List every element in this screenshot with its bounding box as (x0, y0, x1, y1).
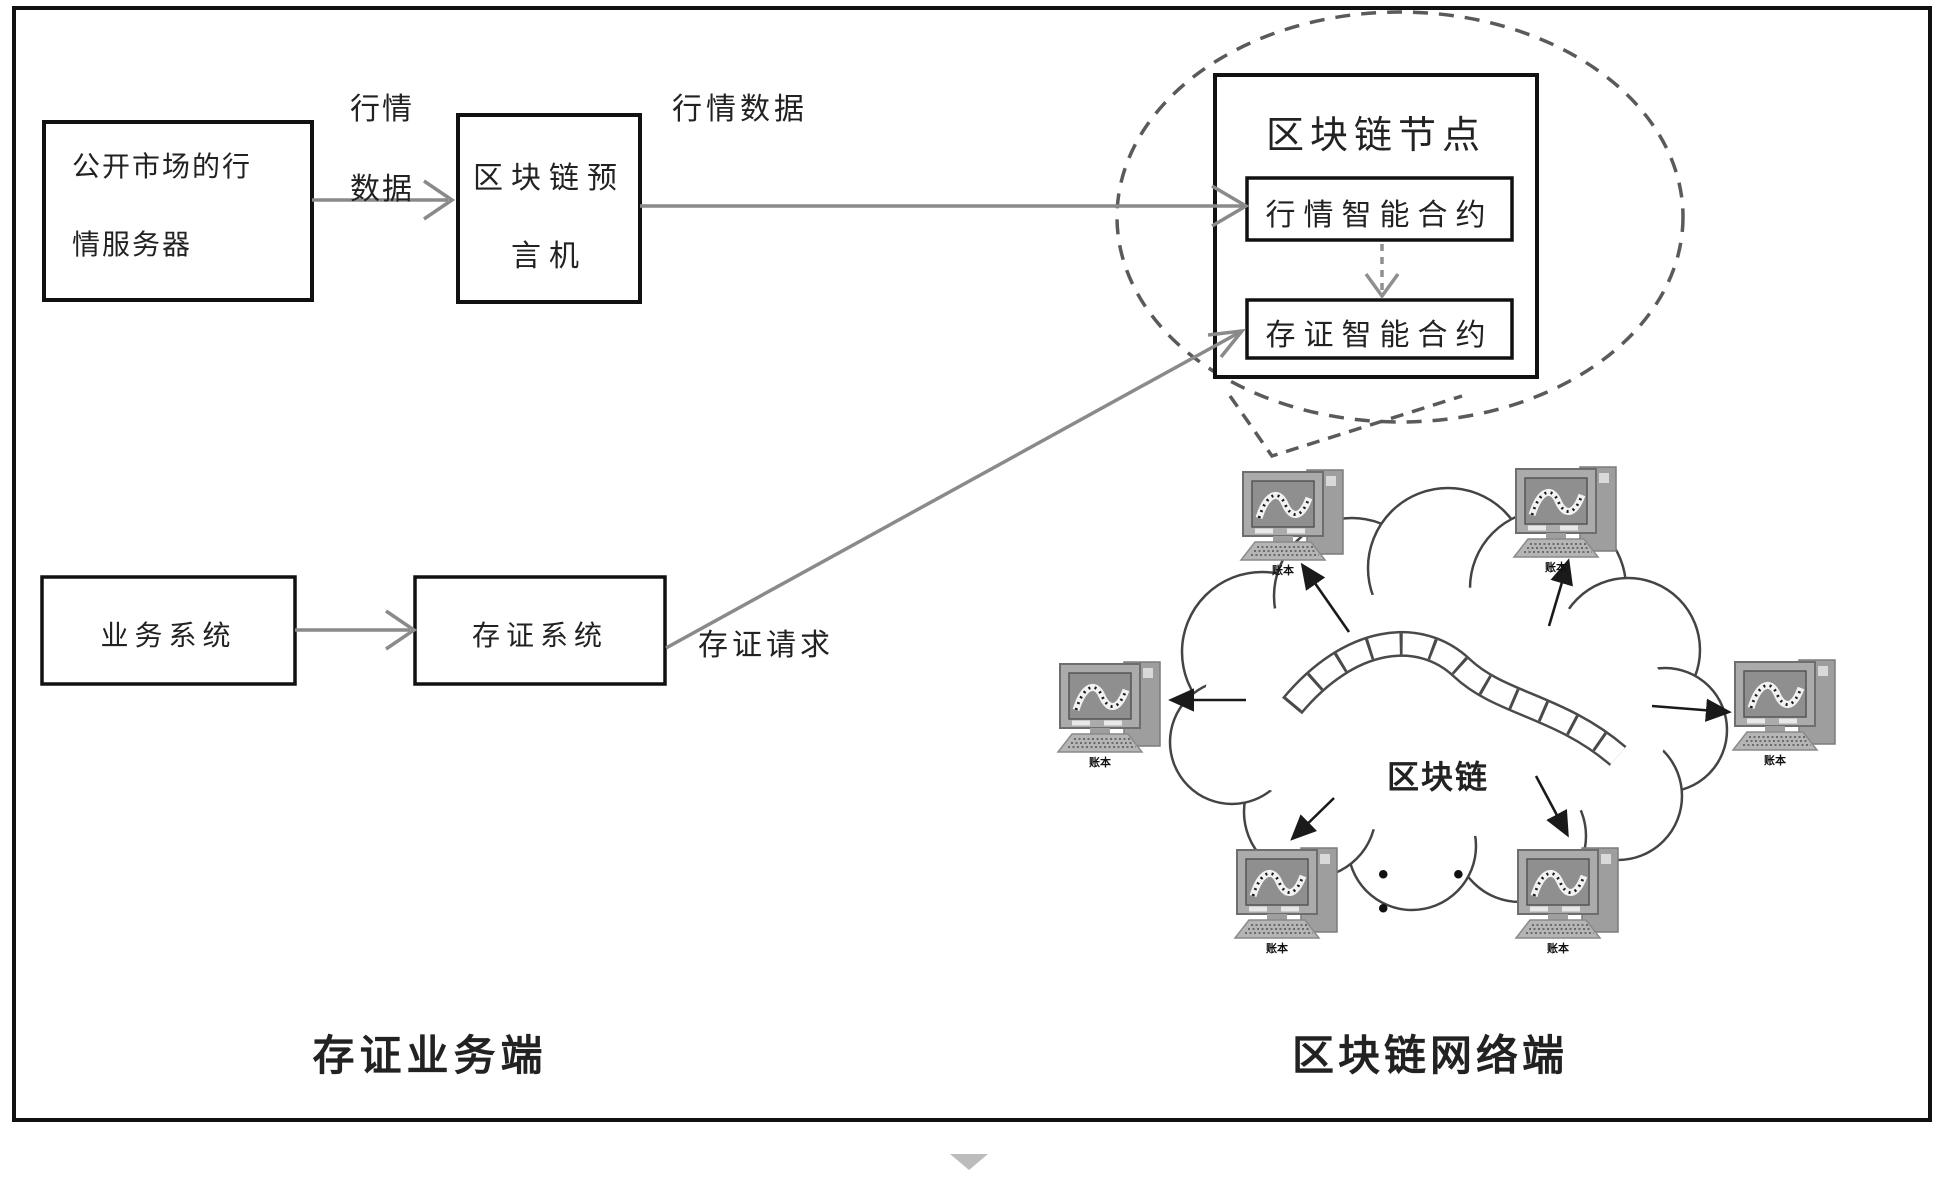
arrow-server-to-oracle-head (423, 179, 456, 221)
ledger-label: 账本 (1089, 757, 1111, 769)
computer-node-icon (1733, 660, 1835, 750)
arrow-cloud-to-pc-topleft (1300, 562, 1351, 633)
caption-evidence-side: 存证业务端 (312, 1032, 548, 1079)
arrow-evidence-request (665, 329, 1243, 650)
node-bubble-ellipse (1115, 10, 1685, 424)
ledger-label: 账本 (1272, 565, 1294, 577)
arrow-cloud-to-pc-bottomleft (1290, 797, 1335, 841)
evidence-request-label: 存证请求 (698, 629, 834, 662)
computer-node-icon (1241, 470, 1343, 560)
flow-arrows (295, 179, 1250, 651)
computer-node-icon (1235, 848, 1337, 938)
chain-ribbon-icon (1281, 630, 1627, 766)
quote-contract-box (1245, 176, 1514, 242)
arrow-evidence-request-head (1207, 328, 1247, 359)
node-title: 区块链节点 (1265, 115, 1486, 157)
computer-node-icon (1058, 662, 1160, 752)
arrow-cloud-to-pc-topright (1547, 558, 1573, 627)
quote-contract-label: 行情智能合约 (1265, 199, 1494, 232)
business-system-label: 业务系统 (100, 620, 237, 651)
oracle-box (456, 113, 642, 304)
business-system-box (40, 575, 297, 686)
market-server-label: 公开市场的行情服务器 (72, 151, 253, 260)
computer-node-icon (1516, 848, 1618, 938)
caption-network-side: 区块链网络端 (1291, 1032, 1568, 1079)
arrow-business-to-evidence-head (385, 609, 418, 651)
quote-data-label-stacked: 行情数据 (350, 93, 414, 206)
ledger-label: 账本 (1547, 943, 1569, 955)
node-bubble-tail (1228, 394, 1463, 459)
ledger-label: 账本 (1545, 562, 1567, 574)
scan-artifact (950, 1154, 988, 1170)
evidence-contract-label: 存证智能合约 (1265, 319, 1494, 352)
evidence-system-box (413, 575, 667, 686)
arrow-cloud-to-pc-bottomright (1534, 775, 1569, 838)
oracle-label: 区块链预言机 (473, 162, 625, 273)
ledger-label: 账本 (1764, 755, 1786, 767)
evidence-system-label: 存证系统 (471, 620, 608, 651)
computer-node-icon (1514, 467, 1616, 557)
network-arrows (1168, 558, 1732, 841)
arrow-cloud-to-pc-right (1651, 698, 1732, 722)
ledger-label: 账本 (1266, 943, 1288, 955)
more-nodes-ellipsis: • • • (1378, 858, 1529, 925)
arrow-oracle-to-quote-contract-head (1211, 184, 1250, 228)
cloud-label: 区块链 (1386, 759, 1489, 795)
market-server-box (42, 120, 314, 302)
contract-link (1364, 244, 1400, 299)
figure-border (12, 6, 1932, 1122)
arrow-quote-to-evidence-contract-head (1364, 272, 1400, 299)
quote-data-label: 行情数据 (672, 93, 808, 126)
evidence-contract-box (1245, 298, 1514, 360)
